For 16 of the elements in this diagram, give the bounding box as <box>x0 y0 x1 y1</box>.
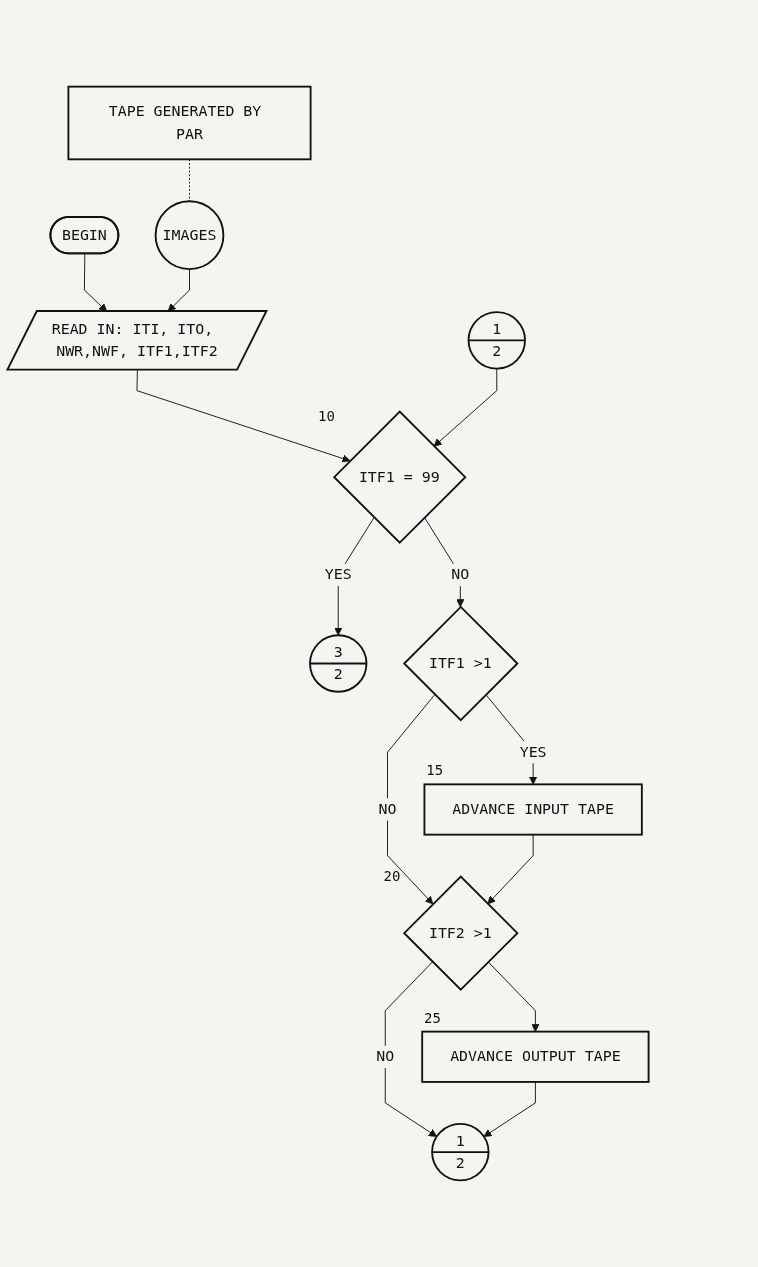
node-diamond: ITF2 >1 <box>402 875 519 991</box>
node-box: ADVANCE INPUT TAPE <box>423 783 643 836</box>
node-box: TAPE GENERATED BY PAR <box>67 85 312 161</box>
node-circle: IMAGES <box>154 200 225 270</box>
node-label: 15 <box>426 762 444 780</box>
connector <box>189 158 190 202</box>
edge-label: NO <box>376 1047 395 1066</box>
node-diamond: ITF1 >1 <box>402 605 519 722</box>
edge-label: YES <box>324 565 352 584</box>
edge-label: NO <box>451 565 470 584</box>
node-label: 25 <box>424 1009 441 1027</box>
edge-label: YES <box>519 742 547 761</box>
node-label: 20 <box>383 868 401 885</box>
node-box: ADVANCE OUTPUT TAPE <box>421 1030 650 1083</box>
edge-label: NO <box>378 800 397 818</box>
node-label: 10 <box>318 407 335 425</box>
